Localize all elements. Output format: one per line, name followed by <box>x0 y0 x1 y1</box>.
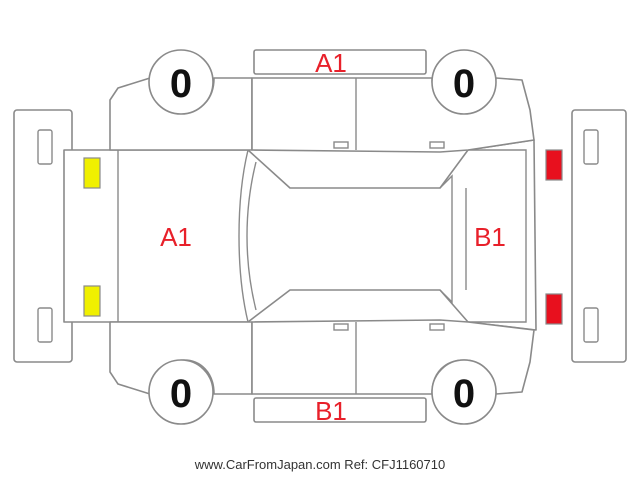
bottom-side-panel <box>109 319 535 423</box>
rear-bumper <box>571 109 627 363</box>
tire-bottom-right-value: 0 <box>453 372 475 416</box>
grade-front: A1 <box>160 222 192 252</box>
tire-top-right-value: 0 <box>453 62 475 106</box>
wheel-top-left: 0 <box>148 49 214 115</box>
wheel-bottom-left: 0 <box>148 359 214 425</box>
tire-bottom-left-value: 0 <box>170 372 192 416</box>
car-body <box>63 139 537 331</box>
grade-rear: B1 <box>474 222 506 252</box>
rear-lamp-marker-bottom <box>545 293 563 325</box>
vehicle-outline-diagram: 0 0 0 0 A1 A1 B1 B1 <box>13 48 627 426</box>
grade-top-side: A1 <box>315 48 347 78</box>
source-credit: www.CarFromJapan.com Ref: CFJ1160710 <box>194 457 446 472</box>
front-lamp-marker-bottom <box>83 285 101 317</box>
front-lamp-marker-top <box>83 157 101 189</box>
rear-lamp-marker-top <box>545 149 563 181</box>
wheel-bottom-right: 0 <box>431 359 497 425</box>
wheel-top-right: 0 <box>431 49 497 115</box>
grade-bottom-side: B1 <box>315 396 347 426</box>
tire-top-left-value: 0 <box>170 62 192 106</box>
